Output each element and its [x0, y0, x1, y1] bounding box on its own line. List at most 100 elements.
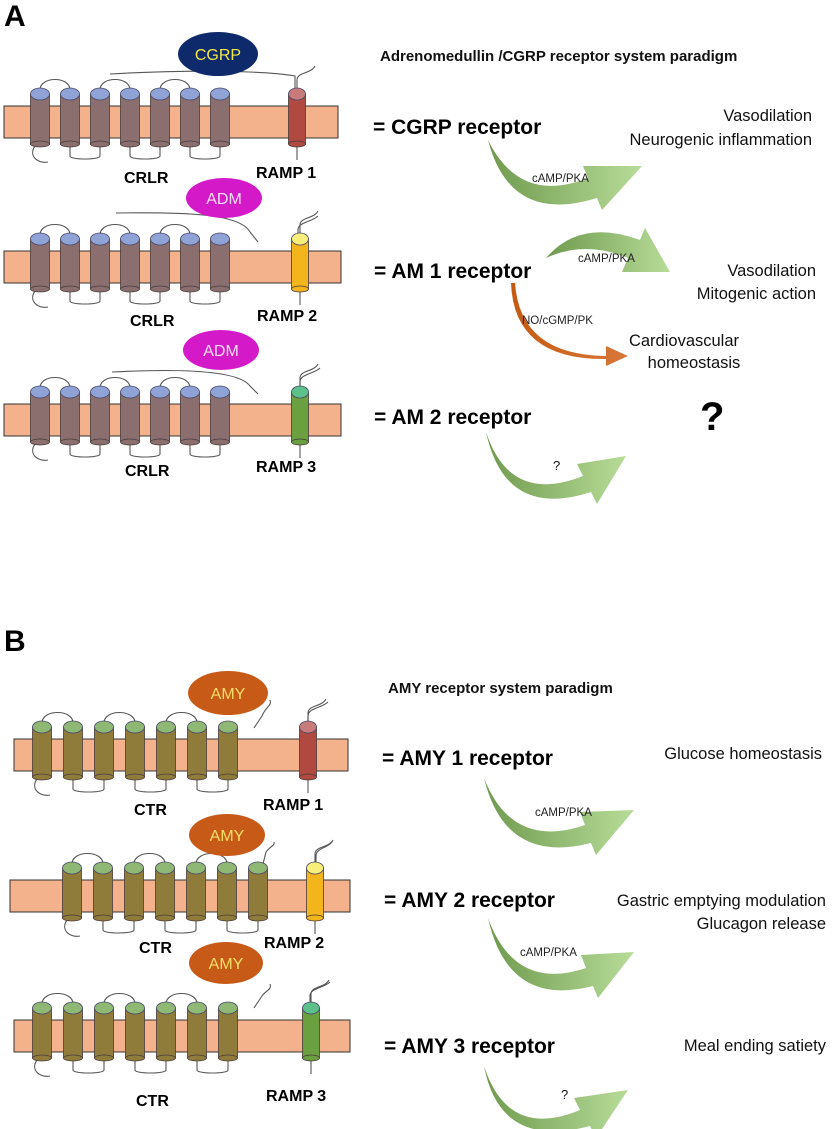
transmembrane-helix — [90, 385, 110, 446]
transmembrane-helix — [120, 232, 140, 293]
ramp3-helix — [291, 363, 319, 458]
transmembrane-helix — [218, 1001, 238, 1062]
transmembrane-helix — [90, 87, 110, 148]
am1-receptor-label: = AM 1 receptor — [374, 260, 531, 283]
helix-loop — [165, 992, 198, 1005]
pathway-arrow — [484, 1066, 628, 1129]
receptor-complex-b2: AMY CTR RAMP 2 — [9, 814, 351, 957]
pathway-arrow — [486, 432, 626, 504]
transmembrane-helix — [30, 87, 50, 148]
transmembrane-helix — [63, 720, 83, 781]
n-tail — [34, 1059, 51, 1077]
ramp2-helix — [291, 232, 309, 293]
transmembrane-helix — [32, 720, 52, 781]
transmembrane-helix — [180, 232, 200, 293]
effect-glucagon-release: Glucagon release — [697, 915, 826, 933]
transmembrane-helix — [124, 861, 144, 922]
ramp-tail — [296, 65, 316, 90]
helix-loop — [103, 992, 136, 1005]
pathway-label: cAMP/PKA — [532, 173, 589, 185]
ramp3-helix — [302, 1001, 320, 1062]
ramp3-helix — [291, 385, 309, 446]
receptor-complex-a1: CGRP CRLR RAMP 1 — [3, 32, 339, 187]
n-tail — [32, 443, 49, 461]
cell-membrane — [9, 879, 351, 913]
helix-loop — [134, 1060, 167, 1074]
transmembrane-helix — [60, 232, 80, 293]
ramp2-helix — [306, 861, 324, 922]
helix-loop — [71, 852, 104, 865]
crlr-label: CRLR — [125, 463, 170, 480]
crlr-label: CRLR — [124, 170, 169, 187]
transmembrane-helix — [248, 861, 268, 922]
transmembrane-helix — [210, 385, 230, 446]
ligand-label-adm: ADM — [206, 191, 242, 208]
ramp-tail — [307, 698, 327, 723]
transmembrane-helix — [32, 1001, 52, 1062]
adm-ligand — [186, 178, 262, 218]
effect-mitogenic-action: Mitogenic action — [697, 285, 816, 303]
transmembrane-helix — [62, 861, 82, 922]
ramp1-helix — [299, 720, 317, 781]
ramp3-helix — [302, 979, 330, 1074]
panel-letter-a: A — [4, 0, 26, 33]
receptor-complex-a3: ADM CRLR RAMP 3 — [3, 330, 342, 480]
n-tail — [32, 145, 49, 163]
helix-loop — [226, 920, 259, 934]
transmembrane-helix — [186, 861, 206, 922]
pathway-label: cAMP/PKA — [520, 947, 577, 959]
ctr-label: CTR — [136, 1093, 169, 1110]
transmembrane-helix — [60, 87, 80, 148]
ramp-tail — [314, 839, 334, 864]
transmembrane-helix — [217, 861, 237, 922]
transmembrane-helix — [156, 1001, 176, 1062]
cgrp-receptor-label: = CGRP receptor — [373, 116, 541, 139]
cell-membrane — [3, 105, 339, 139]
effect-cardiovascular: Cardiovascular — [629, 332, 740, 350]
pathway-arrow — [488, 918, 634, 998]
helix-loop — [159, 223, 191, 236]
transmembrane-helix — [90, 232, 110, 293]
helix-loop — [39, 223, 71, 236]
ctr-label: CTR — [139, 940, 172, 957]
cell-membrane — [3, 403, 342, 437]
paradigm-title-a: Adrenomedullin /CGRP receptor system par… — [380, 48, 737, 65]
ligand-label-amy: AMY — [210, 828, 245, 845]
helix-loop — [165, 711, 198, 724]
effect-vasodilation: Vasodilation — [727, 262, 816, 280]
ligand-label-amy: AMY — [211, 686, 246, 703]
transmembrane-helix — [125, 720, 145, 781]
ramp3-label: RAMP 3 — [266, 1088, 326, 1105]
transmembrane-helix — [60, 385, 80, 446]
pathway-label: cAMP/PKA — [535, 807, 592, 819]
transmembrane-helix — [187, 1001, 207, 1062]
adm-ligand — [183, 330, 259, 370]
transmembrane-helix — [94, 720, 114, 781]
ramp-tail — [299, 363, 319, 388]
ramp3-label: RAMP 3 — [256, 459, 316, 476]
helix-loop — [189, 444, 221, 458]
ramp1-helix — [288, 87, 306, 148]
receptor-complex-b1: AMY CTR RAMP 1 — [13, 671, 349, 819]
helix-loop — [69, 146, 101, 160]
amy-ligand — [189, 942, 263, 984]
transmembrane-helix — [155, 861, 175, 922]
helix-loop — [129, 444, 161, 458]
helix-loop — [69, 444, 101, 458]
helix-loop — [99, 78, 131, 91]
transmembrane-helix — [180, 87, 200, 148]
amy1-receptor-label: = AMY 1 receptor — [382, 747, 553, 770]
pathway-label: NO/cGMP/PK — [522, 315, 593, 327]
helix-loop — [189, 291, 221, 305]
transmembrane-helix — [210, 87, 230, 148]
transmembrane-helix — [120, 385, 140, 446]
n-tail — [64, 919, 81, 937]
panel-b: B AMY receptor system paradigm AMY CTR R… — [4, 625, 827, 1129]
ramp2-label: RAMP 2 — [257, 308, 317, 325]
effect-vasodilation: Vasodilation — [723, 107, 812, 125]
transmembrane-helix — [94, 1001, 114, 1062]
transmembrane-helix — [210, 232, 230, 293]
crlr-label: CRLR — [130, 313, 175, 330]
effect-glucose-homeostasis: Glucose homeostasis — [664, 745, 822, 763]
transmembrane-helix — [150, 87, 170, 148]
